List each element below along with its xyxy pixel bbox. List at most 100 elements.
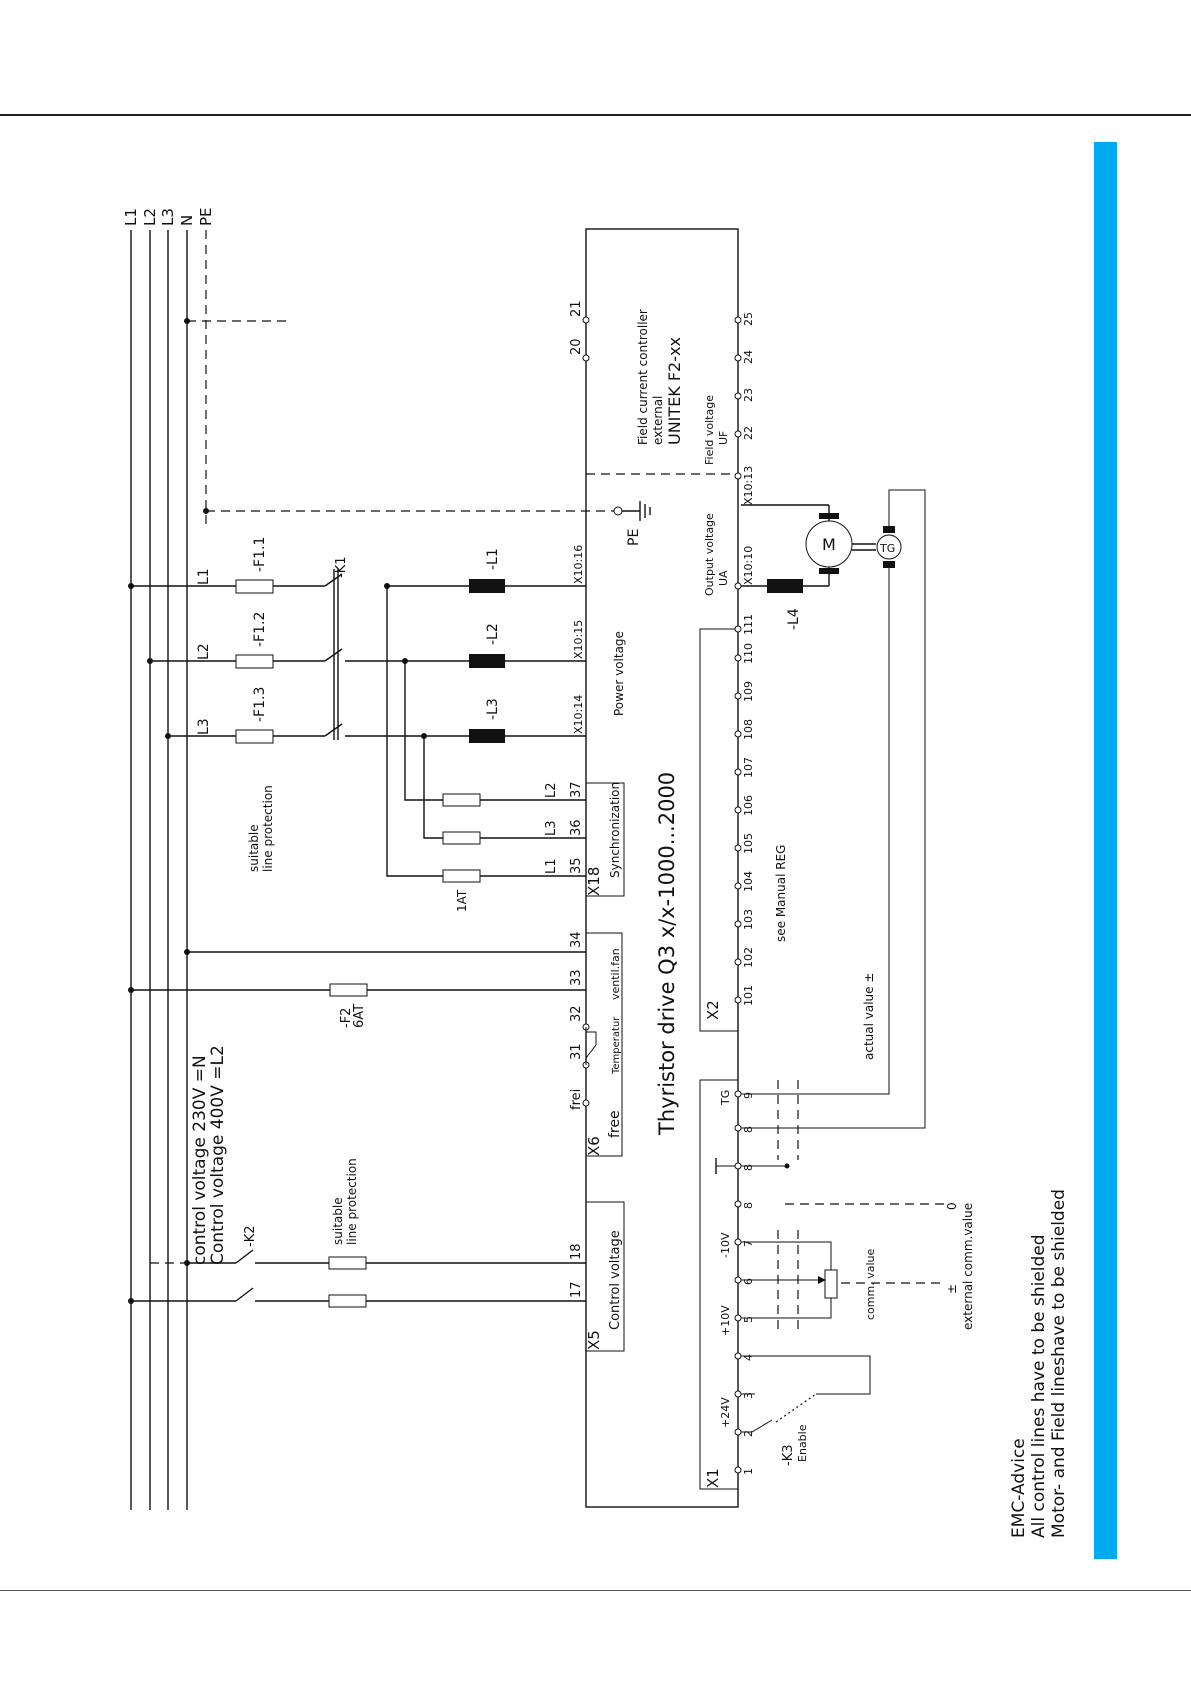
- sync-box: [585, 782, 625, 897]
- x2-terminal-label: 102: [742, 947, 755, 968]
- x2-terminal-label: 103: [742, 909, 755, 930]
- l3-node: [165, 733, 171, 739]
- l2-node: [147, 658, 153, 664]
- phase-label-l3: L3: [196, 718, 212, 735]
- field-out-label-24: 24: [742, 350, 755, 364]
- sync-terminal-36: 36: [569, 819, 584, 836]
- rail-label-pe: PE: [197, 207, 215, 226]
- x6-free: free: [607, 1110, 623, 1138]
- field-terminal-21: [582, 316, 590, 324]
- choke-l4-label: -L4: [786, 608, 802, 630]
- fan-label: ventil.fan: [609, 948, 622, 1000]
- x1-block: X1 +24V +10V -10V TG 1 2 3 4 5 6 7 8 8 8…: [699, 1079, 975, 1490]
- x2-terminal: [734, 920, 742, 928]
- x1-terminal-label: 8: [742, 1126, 755, 1133]
- cv-fuse-17: [328, 1294, 367, 1308]
- tacho-wire-8: [741, 489, 926, 1129]
- x2-terminal: [734, 654, 742, 662]
- fuse-f1-1: [235, 579, 274, 594]
- fuse-label-f1-2: -F1.2: [252, 612, 268, 647]
- x2-terminal-label: 110: [742, 643, 755, 664]
- choke-label-l3: -L3: [485, 698, 501, 720]
- cv-n-node: [184, 1260, 190, 1266]
- terminal-x10-16: X10:16: [572, 545, 585, 584]
- x1-terminal-label: 2: [742, 1430, 755, 1437]
- field-out-x10-13: [734, 472, 742, 480]
- cv-connector: X5: [585, 1330, 603, 1350]
- x1-terminal: [734, 1200, 742, 1208]
- x6-connector: X6: [585, 1136, 603, 1156]
- x1-terminal: [734, 1314, 742, 1322]
- x2-terminal-label: 105: [742, 833, 755, 854]
- sync-terminal-37: 37: [569, 781, 584, 798]
- x2-terminal: [734, 882, 742, 890]
- field-controller-line3: UNITEK F2-xx: [665, 337, 684, 445]
- sync-phase-l3: L3: [544, 820, 559, 836]
- choke-l4: [767, 579, 803, 593]
- choke-l3: [469, 729, 505, 743]
- sync-terminal-35: 35: [569, 857, 584, 874]
- k3-label: -K3: [781, 1445, 796, 1467]
- k2-contact-1: [235, 1249, 254, 1264]
- sync-fuse-l1: [442, 869, 481, 883]
- x2-terminal-label: 109: [742, 681, 755, 702]
- x2-terminal-label: 101: [742, 985, 755, 1006]
- field-out-label-22: 22: [742, 426, 755, 440]
- x1-terminal-label: 3: [742, 1392, 755, 1399]
- enable-label: Enable: [796, 1424, 809, 1462]
- x2-terminal-label: 108: [742, 719, 755, 740]
- output-terminal-x10-10: [734, 582, 742, 590]
- shield-setpoint: [777, 1230, 799, 1330]
- temp-label: Temperatur: [611, 1016, 622, 1075]
- control-voltage-block: control voltage 230V =N Control voltage …: [128, 1045, 625, 1352]
- x2-block: X2 see Manual REG actual value ± 101 102…: [699, 614, 876, 1060]
- tacho-symbol: [876, 534, 902, 560]
- field-uf-label: UF: [717, 431, 730, 445]
- x2-terminal: [734, 958, 742, 966]
- k2-contact-2: [235, 1287, 254, 1302]
- output-voltage-label: Output voltage: [703, 513, 716, 596]
- field-out-label-23: 23: [742, 388, 755, 402]
- fan-terminal-33: 33: [569, 969, 584, 986]
- phase-label-l1: L1: [196, 568, 212, 585]
- emc-title: EMC-Advice: [1009, 1438, 1029, 1538]
- sync-wire-l1: [386, 586, 586, 877]
- cv-fuse-18: [328, 1256, 367, 1270]
- emc-advice: EMC-Advice All control lines have to be …: [1009, 1189, 1069, 1538]
- sync-phase-l1: L1: [544, 858, 559, 874]
- motor-brush-bottom: [819, 568, 839, 574]
- pe-node: [203, 508, 209, 514]
- phase-label-l2: L2: [196, 643, 212, 660]
- x2-terminal: [734, 730, 742, 738]
- sync-fuse-l3: [442, 831, 481, 845]
- rail-label-l3: L3: [159, 208, 177, 226]
- fuse-f1-3: [235, 729, 274, 744]
- x1-terminal-label: 4: [742, 1354, 755, 1361]
- motor-circuit: Output voltage UA X10:10 -L4 M TG: [703, 489, 926, 1129]
- cv-l1-node: [128, 1298, 134, 1304]
- x1-terminal: [734, 1352, 742, 1360]
- x1-terminal: [734, 1428, 742, 1436]
- x1-terminal-label: 8: [742, 1202, 755, 1209]
- field-controller-block: 20 21 Field current controller external …: [569, 300, 755, 505]
- x1-terminal: [734, 1124, 742, 1132]
- comm-value-label: comm. value: [864, 1249, 877, 1320]
- motor-label: M: [822, 535, 836, 554]
- x2-terminal: [734, 692, 742, 700]
- field-controller-line1: Field current controller: [636, 309, 650, 445]
- k3-contact: [741, 1419, 773, 1433]
- x2-box: [699, 628, 739, 1032]
- pe-label: PE: [626, 529, 642, 546]
- x1-terminal: [734, 1162, 742, 1170]
- drive-enclosure: Thyristor drive Q3 x/x-1000...2000 Power…: [585, 228, 739, 1508]
- control-voltage-box: [585, 1201, 625, 1352]
- sync-fuse-l2: [442, 793, 481, 807]
- temp-terminal-label-32: 32: [569, 1005, 584, 1022]
- power-circuit: -K1 L1 L2 L3 -F1.1 -F1.2 -F1.3 -L1 -L2 -…: [128, 537, 586, 872]
- x1-connector: X1: [704, 1468, 722, 1488]
- x1-terminal-label: 9: [742, 1092, 755, 1099]
- cv-protection-2: line protection: [345, 1158, 359, 1245]
- field-out-25: [734, 316, 742, 324]
- supply-rails: L1 L2 L3 N PE: [122, 207, 215, 1510]
- x1-terminal: [734, 1090, 742, 1098]
